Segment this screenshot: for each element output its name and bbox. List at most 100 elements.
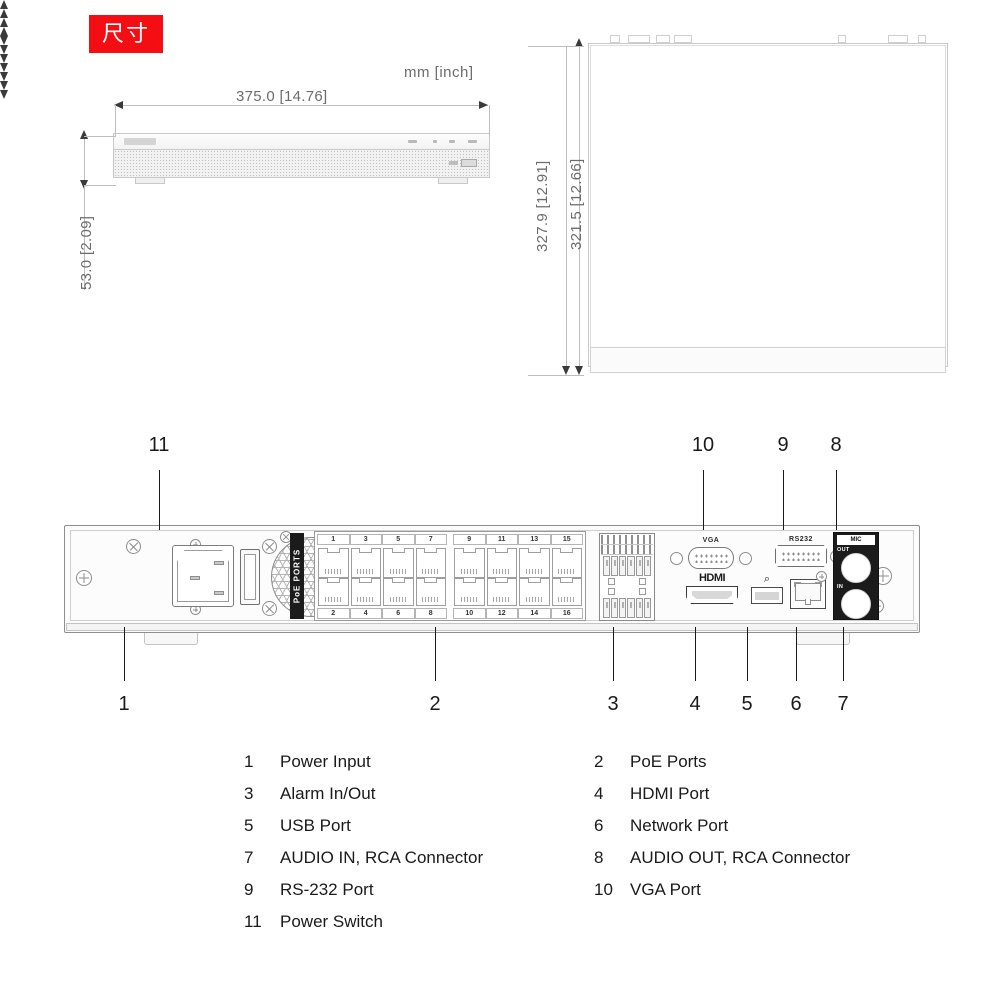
callout-leader-9 [783, 470, 785, 530]
poe-bottom-jack-row [317, 578, 583, 606]
poe-port-number-9: 9 [453, 534, 486, 545]
callout-number-9: 9 [777, 434, 789, 456]
callout-leader-7 [843, 627, 845, 681]
callout-number-2: 2 [429, 693, 441, 715]
legend-label: Power Input [280, 752, 371, 771]
audio-connector-block: MIC OUT IN [833, 532, 879, 620]
poe-port-number-12: 12 [485, 608, 518, 619]
legend-index: 9 [244, 880, 254, 899]
rs232-label: RS232 [789, 536, 813, 543]
front-usb-port [461, 159, 477, 167]
audio-out-rca-jack [841, 553, 871, 583]
callout-number-4: 4 [689, 693, 701, 715]
poe-rj45-jack [486, 548, 517, 578]
alarm-label-row [601, 535, 653, 545]
poe-rj45-jack [454, 578, 485, 606]
legend-label: Network Port [630, 816, 729, 835]
dimension-arrow-left [114, 101, 123, 109]
callout-leader-2 [435, 627, 437, 681]
callout-leader-6 [796, 627, 798, 681]
alarm-terminal-pin [635, 556, 644, 576]
callout-arrow-4 [0, 63, 8, 72]
callout-number-3: 3 [607, 693, 619, 715]
poe-port-number-4: 4 [349, 608, 382, 619]
legend-item-empty [594, 912, 944, 932]
callout-leader-10 [703, 470, 705, 530]
callout-leader-8 [836, 470, 838, 530]
poe-port-number-1: 1 [317, 534, 350, 545]
callout-number-5: 5 [741, 693, 753, 715]
rear-notch [674, 35, 692, 43]
rear-notch [888, 35, 908, 43]
alarm-terminal-pin [602, 598, 610, 618]
audio-in-label: IN [837, 584, 844, 590]
alarm-terminal-pin [635, 598, 644, 618]
hdmi-port [686, 586, 738, 604]
alarm-label-row [601, 545, 653, 555]
hdmi-port-inner [692, 591, 732, 599]
callout-arrow-11 [0, 0, 8, 9]
poe-port-number-3: 3 [349, 534, 382, 545]
power-switch-rocker[interactable] [244, 554, 256, 600]
poe-port-number-16: 16 [550, 608, 583, 619]
alarm-terminal-pin [610, 598, 619, 618]
callout-leader-5 [747, 627, 749, 681]
alarm-terminal-block [599, 533, 655, 621]
legend-index: 8 [594, 848, 604, 867]
callout-leader-3 [613, 627, 615, 681]
poe-port-number-14: 14 [518, 608, 551, 619]
rear-notch [918, 35, 926, 43]
callout-leader-11 [159, 470, 161, 530]
width-dimension-line [116, 105, 488, 106]
rear-bottom-lip [66, 623, 918, 631]
callout-number-10: 10 [691, 434, 715, 456]
alarm-marker [608, 588, 615, 595]
legend-label: Alarm In/Out [280, 784, 376, 803]
height-dimension-label: 53.0 [2.09] [78, 215, 95, 290]
callout-number-6: 6 [790, 693, 802, 715]
alarm-terminal-pin [644, 556, 652, 576]
power-switch[interactable] [240, 549, 260, 605]
front-panel-strip [590, 347, 946, 373]
callout-arrow-9 [0, 18, 8, 27]
poe-rj45-jack [318, 578, 349, 606]
depth-inner-dimension-label: 321.5 [12.66] [568, 158, 585, 250]
poe-rj45-jack [551, 548, 582, 578]
network-port-latch [804, 599, 812, 605]
chassis-foot [438, 178, 468, 184]
rs232-pin-holes [781, 551, 821, 561]
legend-index: 2 [594, 752, 604, 771]
usb-port [751, 587, 783, 604]
legend-label: HDMI Port [630, 784, 710, 803]
chassis-foot [135, 178, 165, 184]
led-indicator [468, 140, 477, 143]
alarm-terminal-pin [627, 598, 635, 618]
audio-out-label: OUT [837, 547, 850, 553]
alarm-marker [608, 578, 615, 585]
mounting-screw [262, 539, 277, 554]
dimension-arrow-up [575, 38, 583, 47]
callout-number-11: 11 [148, 434, 170, 456]
legend-index: 3 [244, 784, 254, 803]
callout-leader-1 [124, 627, 126, 681]
callout-arrow-1 [0, 36, 8, 45]
audio-in-rca-jack [841, 589, 871, 619]
legend-label: USB Port [280, 816, 351, 835]
dimension-arrow-down [80, 180, 88, 189]
vga-screw-lug [739, 552, 752, 565]
alarm-marker [639, 588, 646, 595]
alarm-terminal-pin [644, 598, 652, 618]
callout-leader-4 [695, 627, 697, 681]
chassis-foot [796, 633, 850, 645]
poe-rj45-jack [383, 578, 414, 606]
